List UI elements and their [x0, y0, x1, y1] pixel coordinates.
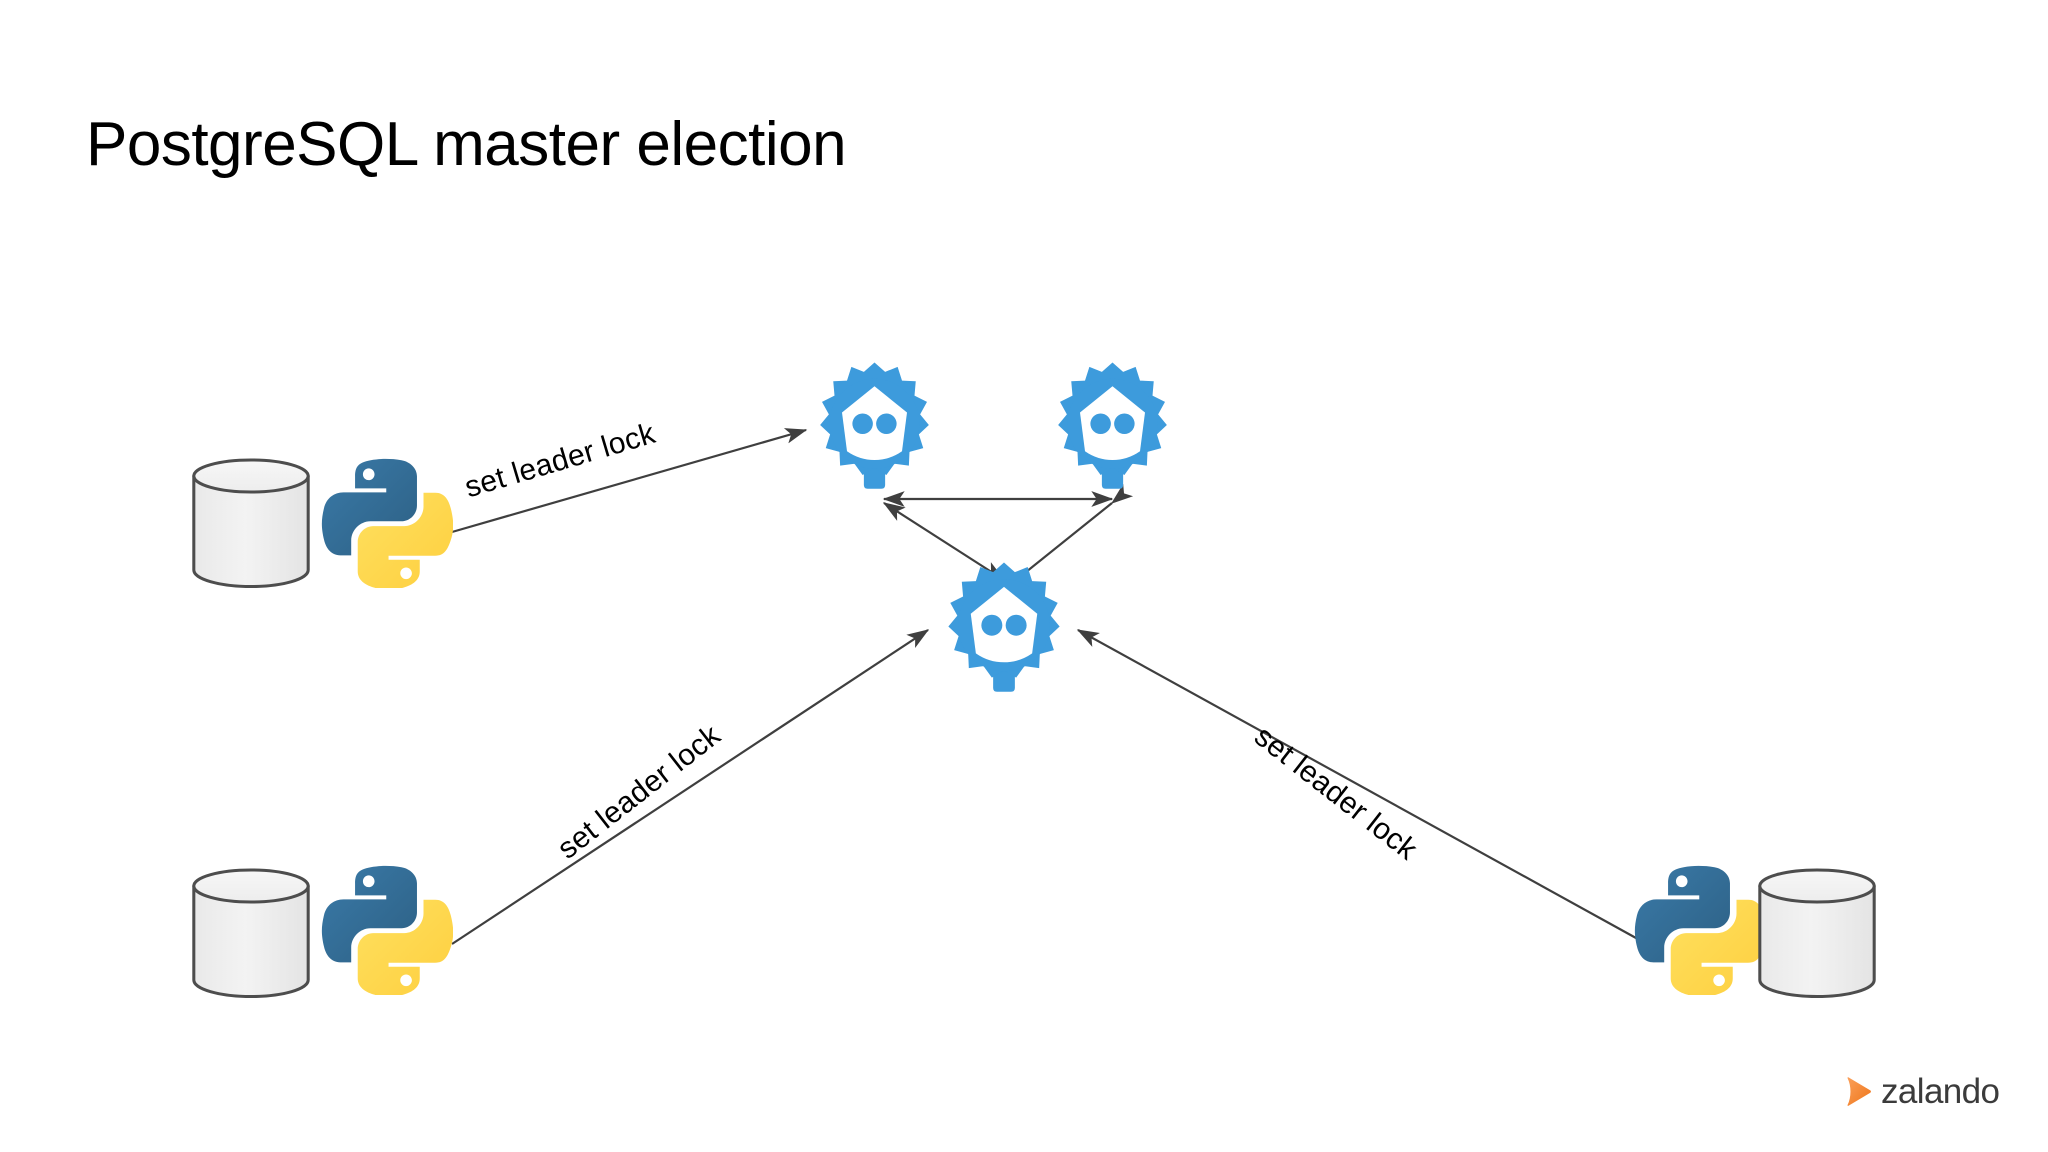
node-postgres-bottom-right[interactable]	[1634, 865, 1876, 998]
etcd-gear-icon	[1058, 362, 1167, 489]
database-cylinder-icon	[192, 458, 310, 588]
python-icon	[321, 458, 453, 588]
zalando-wordmark: zalando	[1881, 1072, 2000, 1111]
etcd-gear-icon	[820, 362, 929, 489]
edge-set-leader-lock-top-left	[451, 428, 808, 534]
edge-set-leader-lock-bottom-right	[1076, 629, 1637, 939]
zalando-logo: zalando	[1846, 1072, 2000, 1111]
python-icon	[321, 865, 453, 995]
edge-etcd-top-left-to-center	[882, 502, 1006, 581]
node-postgres-top-left[interactable]	[192, 458, 453, 590]
edge-etcd-top-right-to-center	[994, 483, 1134, 600]
zalando-play-mark-icon	[1847, 1076, 1871, 1106]
page-title: PostgreSQL master election	[86, 110, 847, 179]
node-postgres-bottom-left[interactable]	[192, 865, 453, 998]
diagram-edges	[451, 428, 1637, 945]
database-cylinder-icon	[1758, 868, 1876, 998]
python-icon	[1634, 865, 1766, 995]
node-etcd-top-right[interactable]	[1058, 362, 1167, 489]
node-etcd-center[interactable]	[948, 562, 1060, 692]
database-cylinder-icon	[192, 868, 310, 998]
edge-set-leader-lock-bottom-left	[451, 629, 930, 945]
etcd-gear-icon	[948, 562, 1060, 692]
node-etcd-top-left[interactable]	[820, 362, 929, 489]
